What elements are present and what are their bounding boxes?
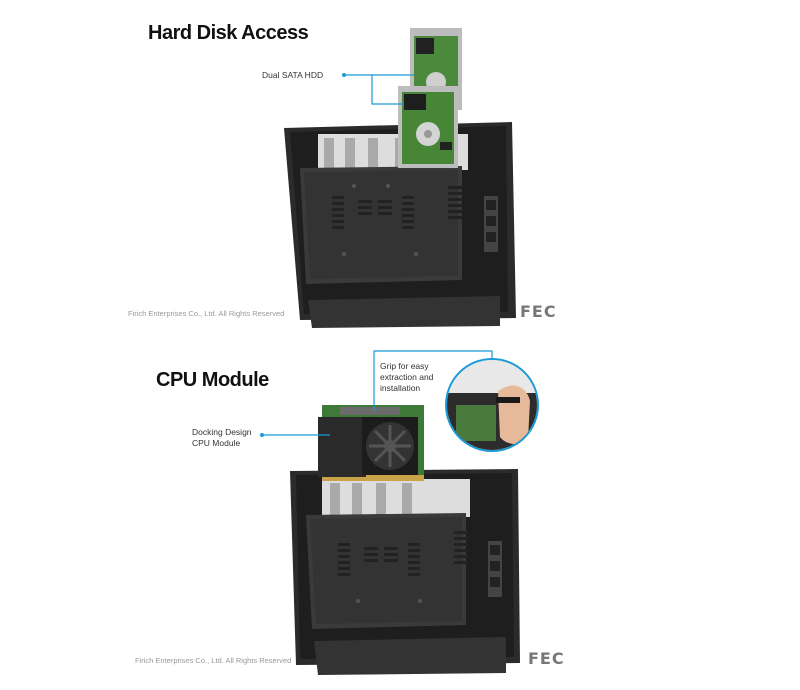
callout-grip-line1: Grip for easy xyxy=(380,361,429,371)
callout-dual-sata-hdd: Dual SATA HDD xyxy=(262,70,324,80)
callout-grip-line3: installation xyxy=(380,383,421,393)
callout-docking-line2: CPU Module xyxy=(192,438,241,448)
callout-grip: Grip for easy extraction and installatio… xyxy=(380,361,433,394)
fec-logo-bottom: FEC xyxy=(528,649,565,668)
callout-docking-design: Docking Design CPU Module xyxy=(192,427,252,449)
page-title-hard-disk: Hard Disk Access xyxy=(148,22,309,44)
fec-logo-top: FEC xyxy=(520,302,557,321)
cpu-module-panel: CPU Module Docking Design CPU Module Gri… xyxy=(0,345,800,690)
cpu-module-board xyxy=(318,405,424,481)
hdd-lower xyxy=(398,86,458,168)
page-title-cpu-module: CPU Module xyxy=(156,369,269,391)
hard-disk-terminal-illustration xyxy=(284,28,516,328)
callout-docking-line1: Docking Design xyxy=(192,427,252,437)
callout-grip-line2: extraction and xyxy=(380,372,434,382)
copyright-bottom: Firich Enterprises Co., Ltd. All Rights … xyxy=(135,656,292,665)
cpu-module-terminal-illustration xyxy=(260,350,539,675)
hard-disk-access-panel: Hard Disk Access Dual SATA HDD Firich En… xyxy=(128,22,557,328)
copyright-top: Firich Enterprises Co., Ltd. All Rights … xyxy=(128,309,285,318)
grip-detail-inset xyxy=(445,358,539,452)
